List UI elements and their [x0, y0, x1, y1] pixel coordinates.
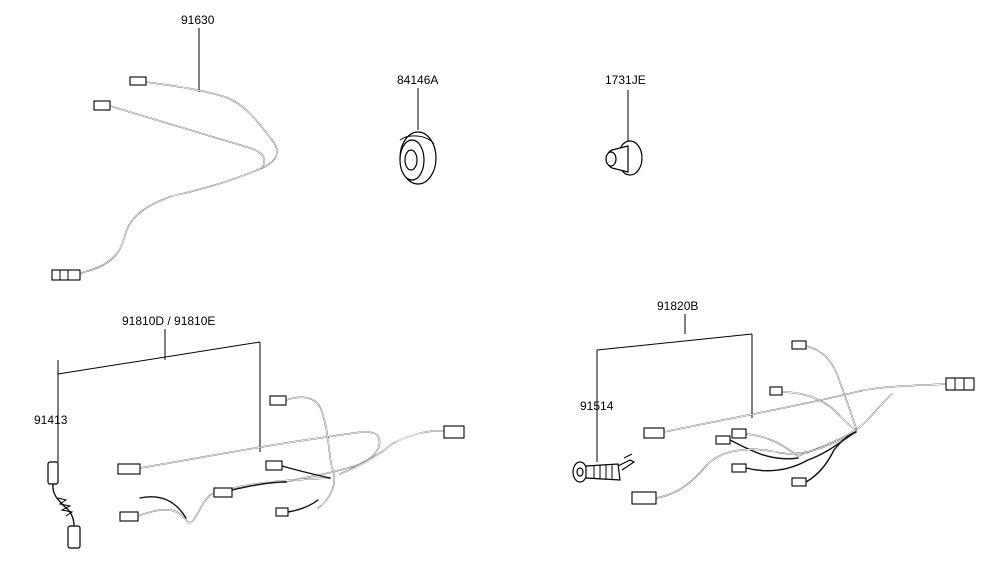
- harness-91820b[interactable]: [631, 340, 975, 505]
- connector: [769, 386, 783, 396]
- connector: [119, 511, 139, 522]
- connector: [93, 100, 111, 111]
- label-91820b: 91820B: [657, 299, 698, 313]
- plug-1731je[interactable]: [605, 90, 643, 176]
- connector: [791, 340, 807, 350]
- connector: [275, 507, 289, 517]
- label-91630: 91630: [181, 13, 215, 27]
- clip-91514[interactable]: [572, 414, 636, 483]
- connector: [731, 428, 747, 439]
- connector: [117, 463, 141, 475]
- connector: [129, 76, 147, 86]
- connector: [643, 427, 665, 439]
- connector: [731, 463, 747, 473]
- protector-91413[interactable]: [47, 461, 81, 549]
- connector: [213, 487, 233, 498]
- connector: [269, 395, 287, 406]
- harness-91810[interactable]: [117, 395, 465, 524]
- harness-91630[interactable]: [51, 28, 278, 281]
- label-91413: 91413: [34, 413, 68, 427]
- label-1731je: 1731JE: [605, 73, 646, 87]
- label-84146a: 84146A: [397, 73, 438, 87]
- grommet-84146a[interactable]: [399, 88, 437, 185]
- label-91810: 91810D / 91810E: [122, 314, 215, 328]
- connector: [51, 269, 81, 281]
- connector: [715, 435, 731, 445]
- connector: [791, 477, 807, 487]
- connector: [631, 491, 657, 505]
- connector: [265, 460, 283, 471]
- connector: [945, 377, 975, 391]
- connector: [443, 425, 465, 439]
- bracket-91810: [57, 329, 261, 462]
- label-91514: 91514: [580, 399, 614, 413]
